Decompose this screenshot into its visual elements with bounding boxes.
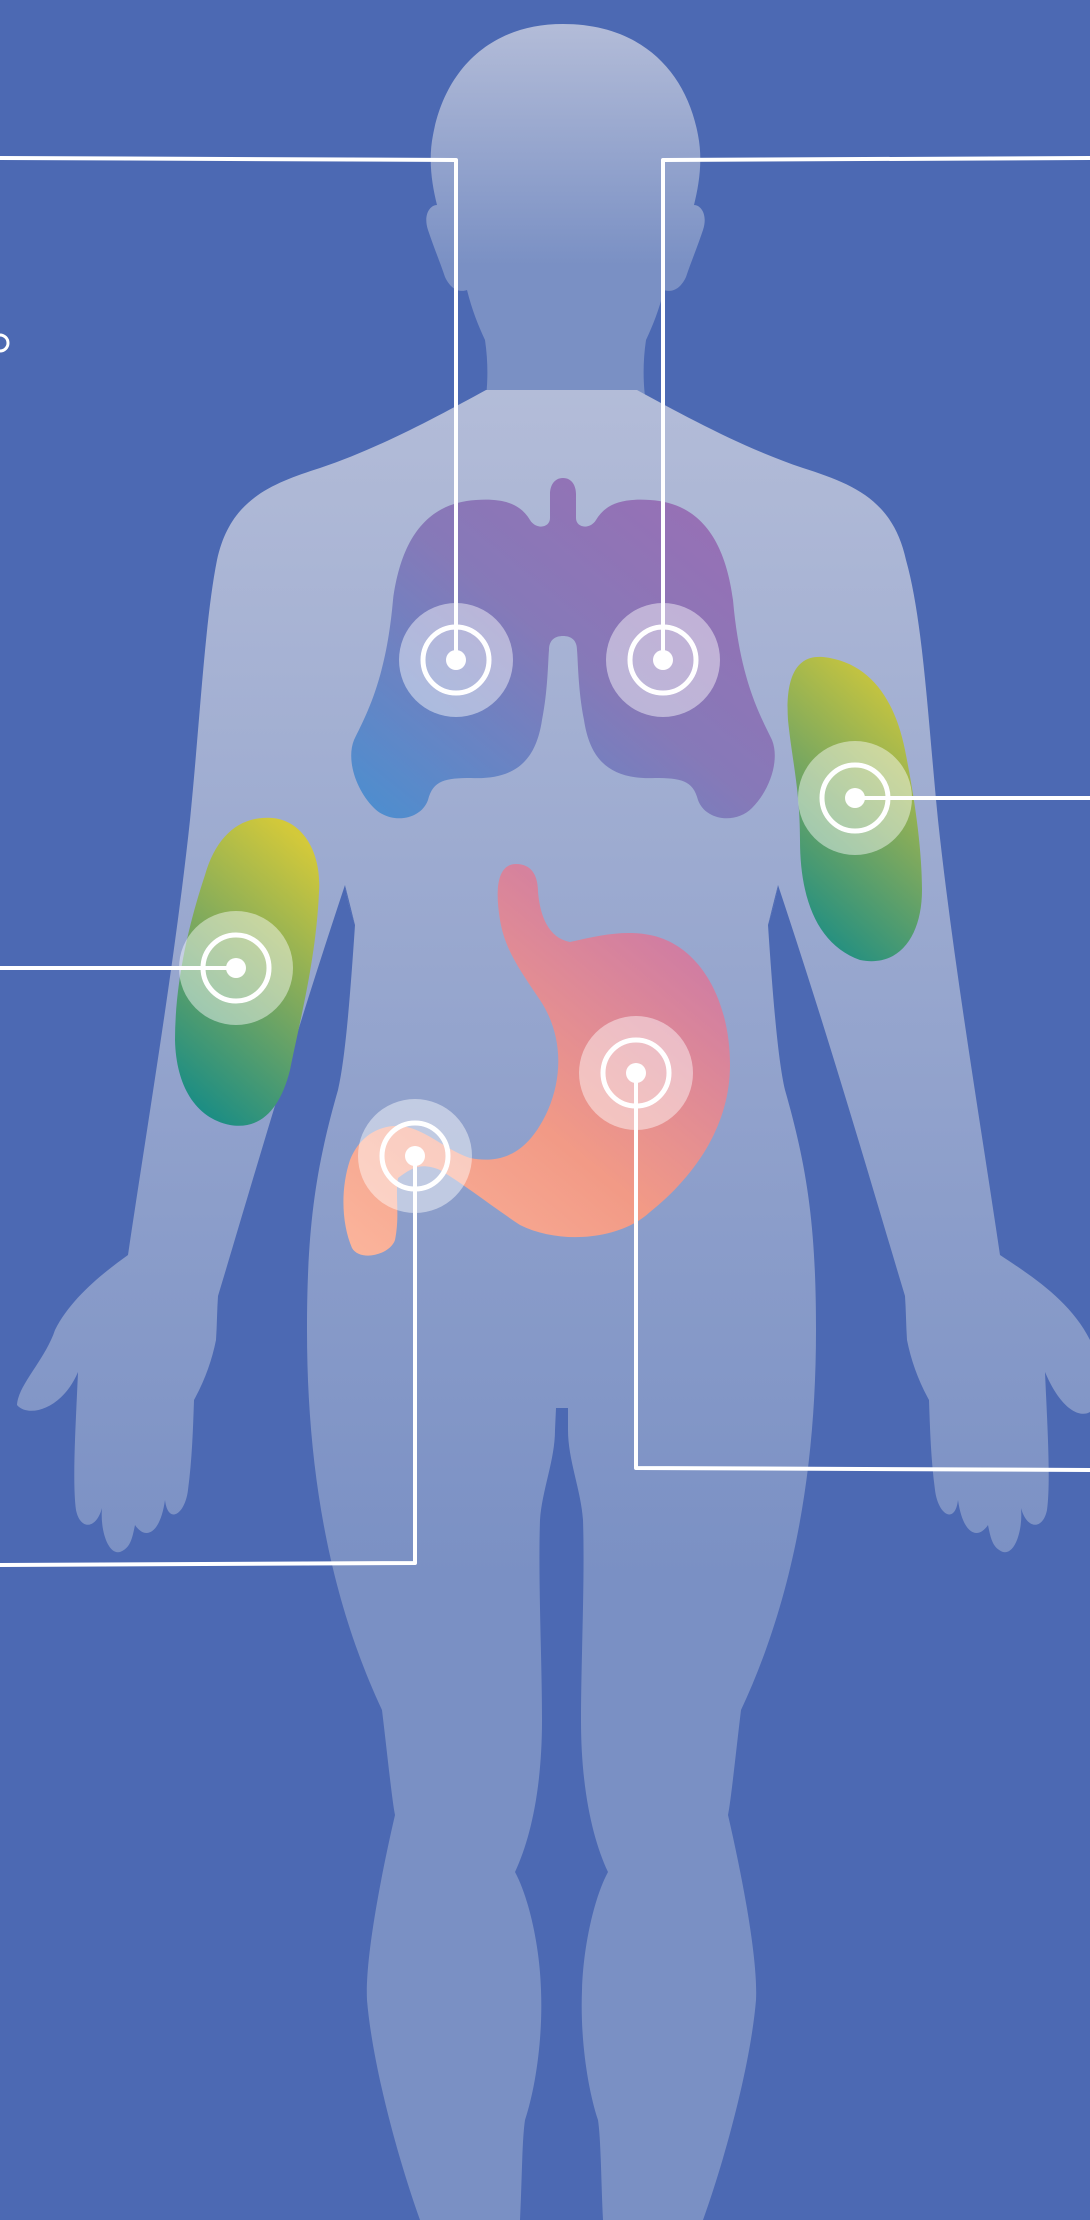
kidney-right-marker[interactable] (798, 741, 912, 855)
kidney-left-marker[interactable] (179, 911, 293, 1025)
lung-left-marker[interactable] (399, 603, 513, 717)
intestine-marker[interactable] (358, 1099, 472, 1213)
lung-right-marker[interactable] (606, 603, 720, 717)
stomach-marker[interactable] (579, 1016, 693, 1130)
edge-ring-icon (0, 335, 8, 351)
torso (17, 390, 1090, 2220)
